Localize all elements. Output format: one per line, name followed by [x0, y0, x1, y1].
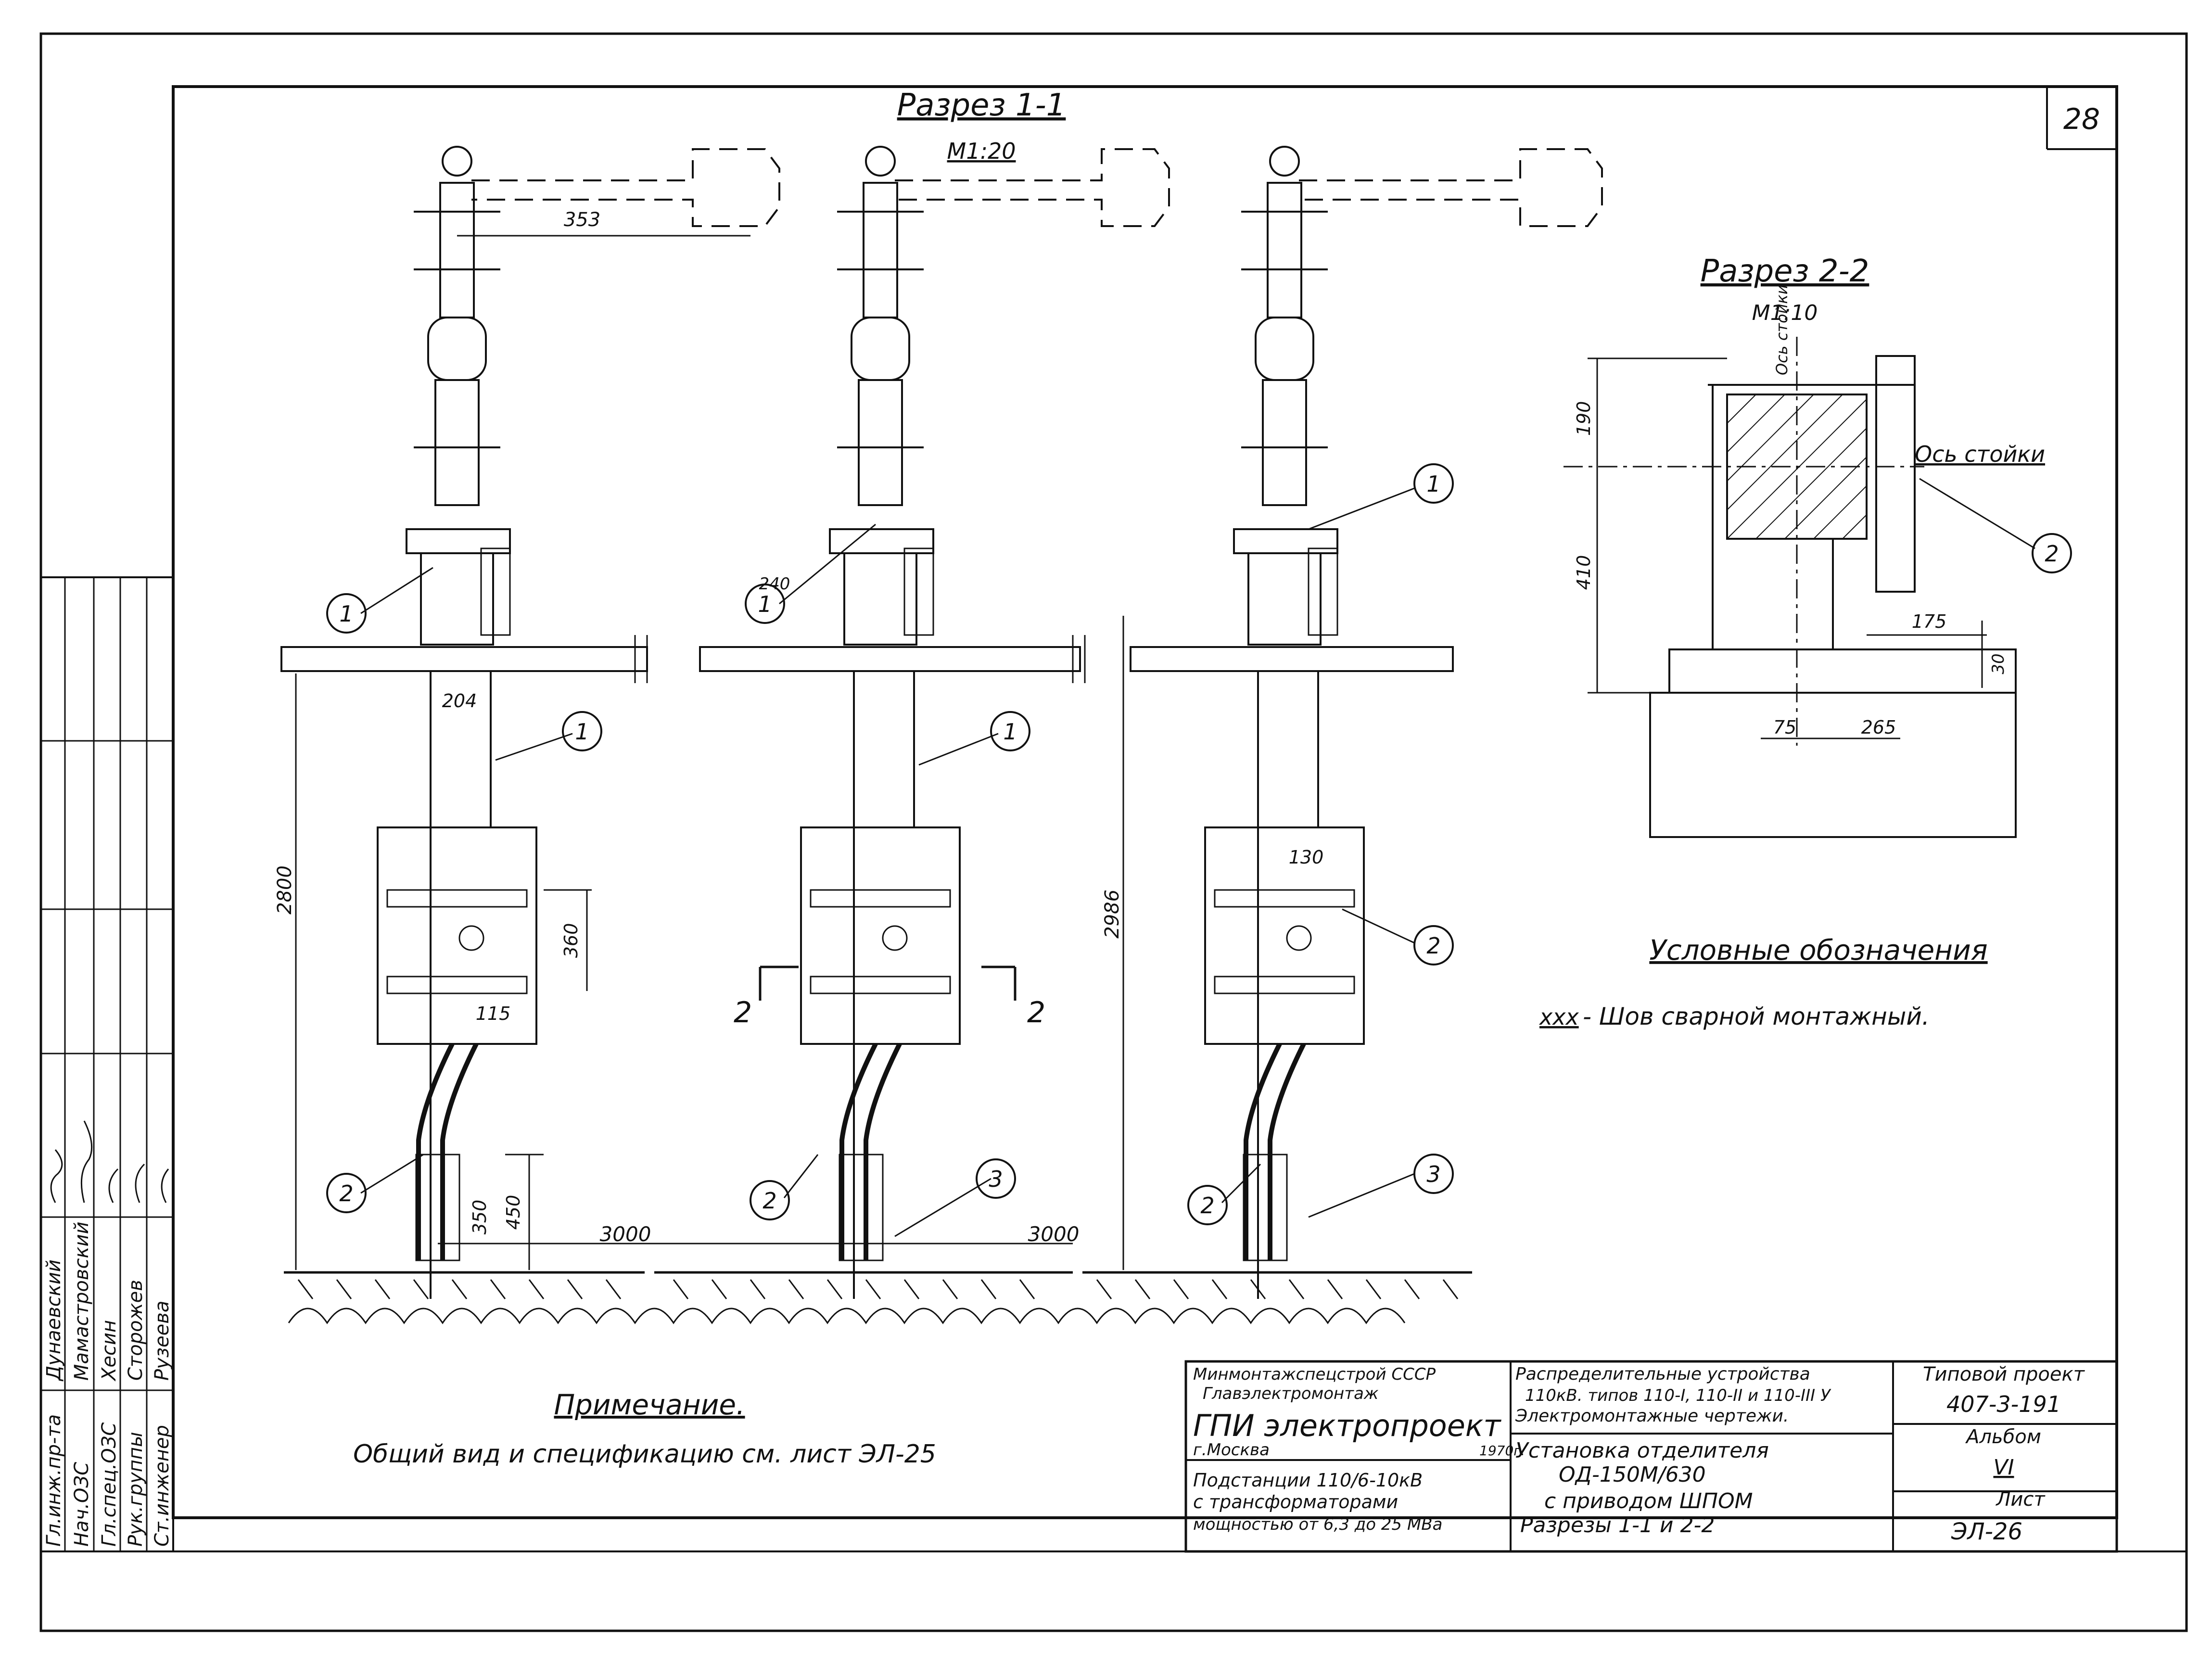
dim-75: 75: [1773, 717, 1796, 738]
ground: [284, 1271, 1472, 1324]
object-line-2: с трансформаторами: [1193, 1491, 1398, 1512]
pole-assembly-3: [1204, 146, 1365, 1299]
signature-name-1: Дунаевский: [43, 1259, 65, 1382]
album-label: Альбом: [1965, 1426, 2041, 1448]
subject-line-2: 110кВ. типов 110-I, 110-II и 110-III У: [1525, 1386, 1831, 1405]
city: г.Москва: [1193, 1440, 1270, 1460]
dim-410: 410: [1573, 555, 1594, 590]
signature-scribbles: [50, 1120, 169, 1203]
signature-role-3: Гл.спец.ОЗС: [98, 1423, 120, 1547]
object-line-3: мощностью от 6,3 до 25 МВа: [1193, 1515, 1442, 1534]
dimension-lines: [295, 235, 1124, 1270]
sheet-number: 28: [2063, 102, 2100, 136]
dim-3000-1: 3000: [600, 1222, 651, 1246]
section-2-title: Разрез 2-2: [1701, 254, 1869, 289]
dim-3000-2: 3000: [1028, 1222, 1080, 1246]
section-1-scale: М1:20: [947, 138, 1016, 164]
section-2-axis-label-vertical: Ось стойки: [1773, 284, 1791, 375]
callouts: [326, 463, 1454, 1237]
drawing-line-2: ОД-150М/630: [1559, 1462, 1706, 1487]
object-line-1: Подстанции 110/6-10кВ: [1193, 1470, 1423, 1491]
signature-name-3: Хесин: [98, 1320, 120, 1382]
callout-1-d: 1: [575, 719, 589, 745]
section-2-scale: М1:10: [1752, 301, 1818, 325]
callout-2-b: 2: [763, 1188, 776, 1214]
dim-190: 190: [1573, 401, 1594, 436]
inner-frame: [172, 85, 2118, 1519]
callout-2-a: 2: [339, 1181, 353, 1207]
platform-beam: [280, 635, 1454, 683]
note-title: Примечание.: [554, 1388, 745, 1421]
dim-2800: 2800: [274, 865, 296, 915]
ministry: Минмонтажспецстрой СССР: [1193, 1365, 1436, 1384]
section-1-title: Разрез 1-1: [897, 88, 1066, 123]
legend-title: Условные обозначения: [1649, 934, 1987, 966]
dim-353: 353: [564, 209, 600, 231]
signature-name-4: Сторожев: [125, 1280, 147, 1381]
pole-assembly-1: [377, 146, 537, 1299]
signature-strip: Гл.инж.пр-та Нач.ОЗС Гл.спец.ОЗС Рук.гру…: [40, 576, 174, 1552]
signature-role-2: Нач.ОЗС: [71, 1462, 93, 1547]
subject-line-3: Электромонтажные чертежи.: [1515, 1406, 1789, 1426]
dim-450: 450: [503, 1195, 524, 1230]
dim-115: 115: [476, 1003, 511, 1024]
sheet-number-box: 28: [2046, 87, 2117, 150]
signature-role-1: Гл.инж.пр-та: [43, 1414, 65, 1547]
album-number: VI: [1993, 1455, 2014, 1480]
legend-symbol: xxx: [1538, 1004, 1579, 1030]
callout-2-d: 2: [1426, 933, 1440, 959]
project-number: 407-3-191: [1946, 1391, 2061, 1417]
pole-assembly-2: [800, 146, 961, 1299]
sheet-code: ЭЛ-26: [1951, 1518, 2022, 1545]
section-2-callout: 2: [2045, 541, 2059, 567]
section-2-view: [1564, 337, 2072, 838]
sheet-label: Лист: [1995, 1488, 2046, 1511]
callout-3-a: 3: [989, 1166, 1003, 1192]
subject-line-1: Распределительные устройства: [1515, 1364, 1810, 1384]
signature-name-5: Рузеева: [151, 1301, 173, 1381]
dim-204: 204: [442, 690, 477, 711]
signature-name-2: Мамастровский: [71, 1221, 93, 1381]
dim-130: 130: [1289, 847, 1324, 868]
callout-3-b: 3: [1426, 1161, 1440, 1187]
callout-1-c: 1: [1426, 471, 1440, 497]
cut-mark-left: 2: [734, 996, 752, 1029]
dim-265: 265: [1861, 717, 1896, 738]
note-text: Общий вид и спецификацию см. лист ЭЛ-25: [353, 1440, 936, 1469]
callout-1-b: 1: [758, 591, 772, 617]
year: 1970г.: [1479, 1443, 1525, 1459]
section-2-axis-label: Ось стойки: [1915, 441, 2045, 467]
legend-text: - Шов сварной монтажный.: [1583, 1003, 1930, 1030]
drawing-line-4: Разрезы 1-1 и 2-2: [1520, 1513, 1715, 1537]
signature-role-4: Рук.группы: [125, 1432, 147, 1547]
trust: Главэлектромонтаж: [1203, 1384, 1379, 1403]
dim-360: 360: [560, 923, 582, 958]
dim-2986: 2986: [1101, 889, 1123, 939]
institute: ГПИ электропроект: [1193, 1408, 1501, 1443]
cut-mark-right: 2: [1027, 996, 1045, 1029]
drawing-line-3: с приводом ШПОМ: [1544, 1489, 1753, 1513]
dim-175: 175: [1912, 611, 1947, 632]
drawing-line-1: Установка отделителя: [1515, 1438, 1769, 1463]
project-label: Типовой проект: [1923, 1363, 2085, 1385]
title-block: [1184, 1360, 2118, 1553]
callout-2-c: 2: [1200, 1193, 1214, 1219]
dim-350: 350: [469, 1200, 490, 1235]
callout-1-e: 1: [1003, 719, 1017, 745]
dim-30: 30: [1989, 653, 2008, 674]
terminal-outlines: [471, 148, 1603, 227]
signature-role-5: Ст.инженер: [151, 1425, 173, 1547]
callout-1-a: 1: [339, 601, 353, 627]
